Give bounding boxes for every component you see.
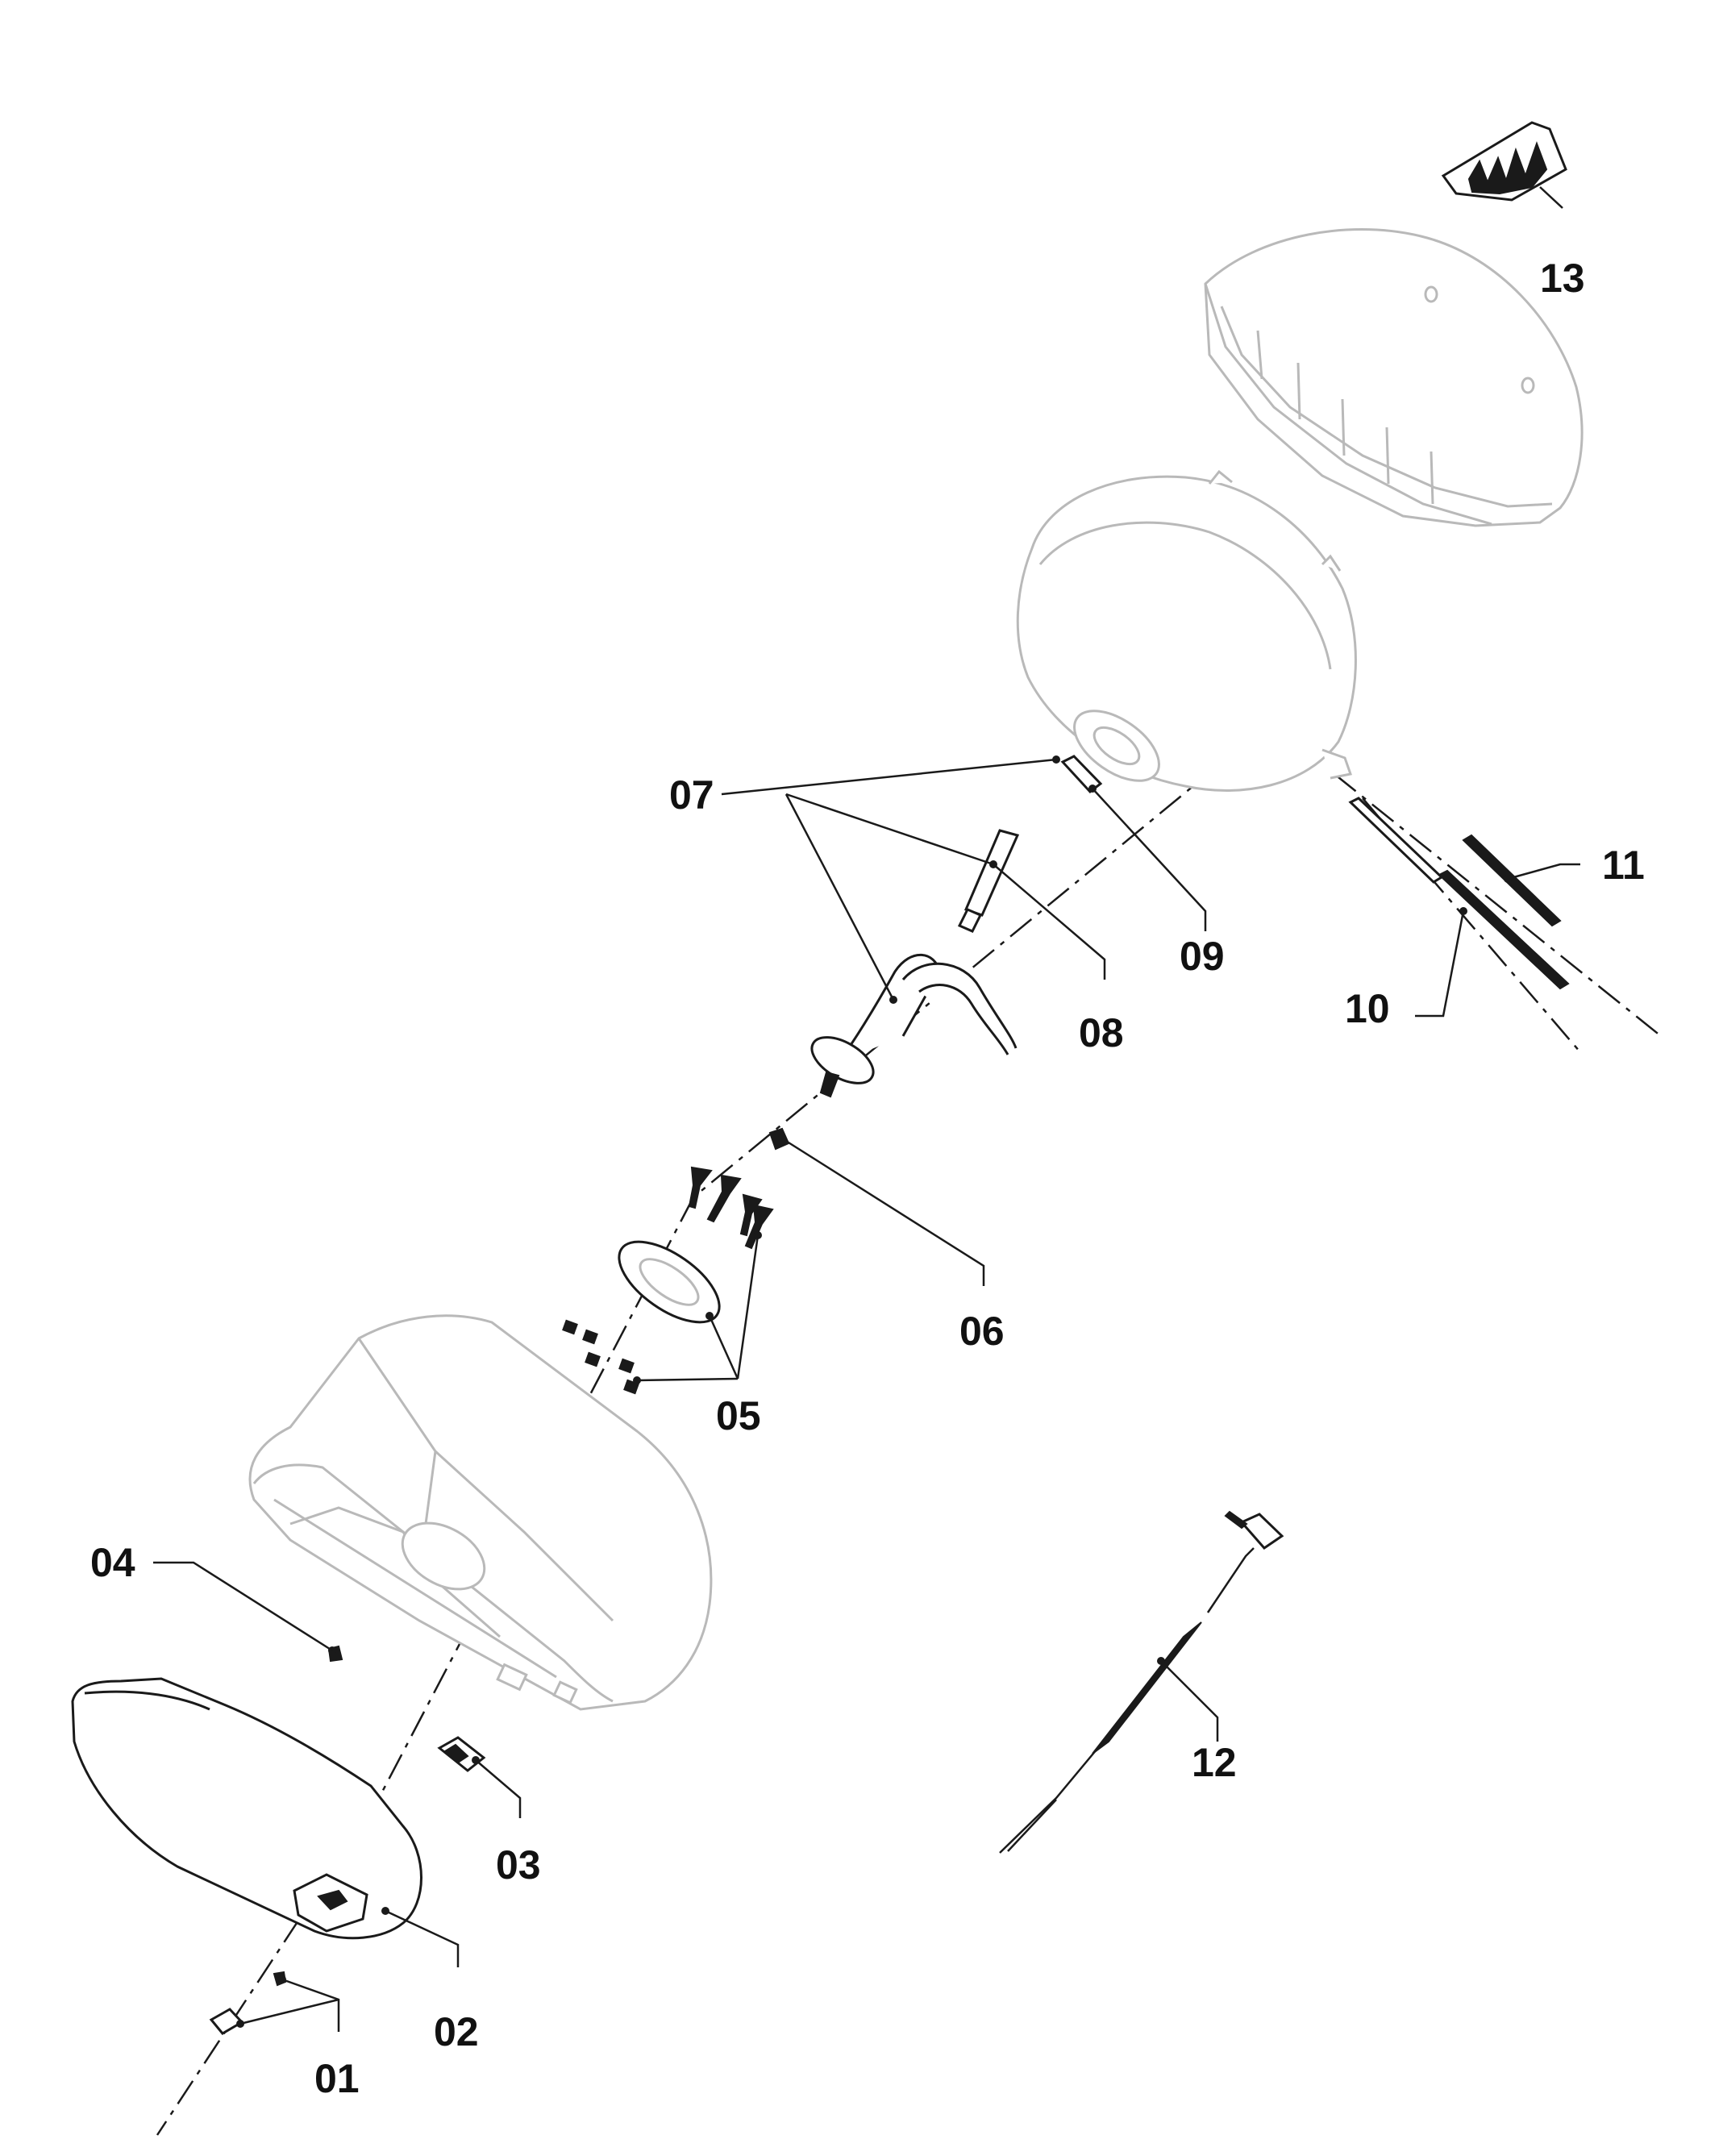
front-shell bbox=[248, 1314, 713, 1711]
callout-02: 02 bbox=[434, 2009, 479, 2054]
part-02-front-cover bbox=[71, 1677, 422, 1940]
part-10-anode-rod bbox=[1348, 797, 1570, 990]
callout-10: 10 bbox=[1345, 986, 1390, 1031]
leader-lines bbox=[153, 186, 1580, 2032]
callout-01: 01 bbox=[314, 2056, 360, 2101]
part-03-regulator bbox=[437, 1736, 486, 1772]
callout-06: 06 bbox=[959, 1309, 1005, 1354]
callout-04: 04 bbox=[90, 1540, 135, 1585]
callout-03: 03 bbox=[496, 1842, 541, 1888]
callout-09: 09 bbox=[1180, 934, 1225, 979]
callout-11: 11 bbox=[1602, 843, 1645, 888]
callout-05: 05 bbox=[716, 1393, 761, 1438]
part-11-anode-rod bbox=[1462, 834, 1562, 927]
rear-shell bbox=[1204, 228, 1584, 527]
part-12-power-cord bbox=[999, 1510, 1284, 1854]
part-07-heating-element bbox=[810, 953, 1018, 1098]
part-13-bracket bbox=[1441, 121, 1567, 202]
callout-labels: 13 07 09 08 11 10 06 05 04 12 03 02 01 bbox=[90, 256, 1645, 2101]
part-08-thermostat bbox=[957, 829, 1020, 933]
part-01-knob bbox=[209, 1971, 287, 2035]
water-tank bbox=[1016, 469, 1357, 792]
part-06-anode bbox=[768, 1127, 790, 1151]
callout-13: 13 bbox=[1540, 256, 1585, 301]
callout-08: 08 bbox=[1079, 1010, 1124, 1055]
callout-12: 12 bbox=[1192, 1740, 1237, 1785]
callout-07: 07 bbox=[669, 772, 714, 818]
part-05-fasteners bbox=[562, 1166, 774, 1395]
